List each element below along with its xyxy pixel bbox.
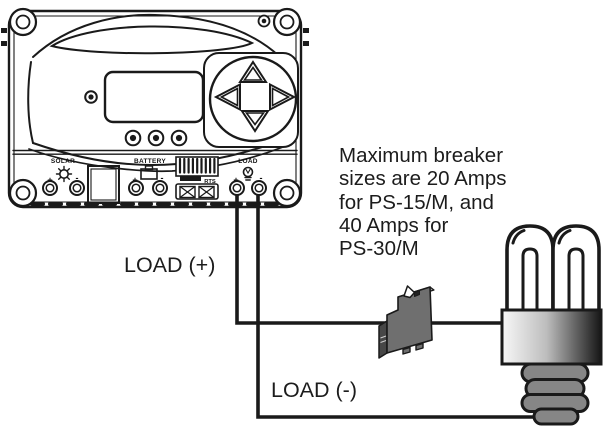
solar-minus-sign: - [76, 173, 79, 183]
rts-jack-ports [179, 185, 215, 199]
battery-minus-sign: - [161, 173, 164, 183]
battery-icon [140, 165, 158, 180]
keypad-ring [208, 55, 298, 143]
dpad-left-icon [213, 82, 241, 112]
battery-plus-sign: + [132, 175, 137, 185]
dpad-right-icon [269, 82, 297, 112]
charge-controller: SOLAR + - [1, 7, 309, 209]
mounting-slot [87, 165, 120, 204]
bulb-housing [500, 308, 603, 366]
circuit-breaker [378, 285, 435, 359]
breaker-side-face [378, 320, 388, 359]
solar-label: SOLAR [51, 158, 75, 165]
breaker-din-clip [402, 346, 411, 355]
faceplate-contours [27, 13, 284, 173]
faceplate-lens [49, 25, 255, 55]
cfl-bulb [500, 224, 603, 426]
load-negative-label: LOAD (-) [271, 378, 357, 402]
screw-icon [8, 7, 302, 208]
rts-jack-housing [175, 183, 219, 200]
load-minus-sign: - [260, 173, 263, 183]
battery-label: BATTERY [134, 158, 166, 165]
solar-terminals [42, 180, 85, 196]
battery-terminal-group: BATTERY + - [128, 158, 168, 196]
terminal-strip: SOLAR + - [12, 149, 298, 206]
flange-marks [1, 28, 309, 46]
breaker-front-face [386, 286, 433, 354]
rts-label: RTS [204, 179, 216, 185]
lightbulb-icon [242, 166, 254, 181]
bulb-screw-base [520, 362, 590, 426]
dpad-up-icon [238, 60, 268, 83]
keypad [203, 52, 299, 148]
bulb-base-tip [532, 407, 580, 426]
bulb-tubes [505, 224, 601, 316]
load-label: LOAD [238, 158, 258, 165]
dpad-down-icon [240, 110, 270, 133]
lcd-display [103, 70, 205, 124]
sun-icon [55, 165, 73, 183]
load-plus-sign: + [233, 175, 238, 185]
rts-connector-group: RTS [175, 156, 219, 200]
breaker-note-text: Maximum breaker sizes are 20 Amps for PS… [339, 144, 507, 261]
indicator-leds [124, 129, 188, 147]
load-positive-label: LOAD (+) [124, 253, 216, 277]
solar-terminal-group: SOLAR + - [42, 158, 85, 196]
status-led [84, 90, 98, 104]
load-negative-wire [256, 195, 560, 419]
battery-terminals [128, 180, 168, 196]
